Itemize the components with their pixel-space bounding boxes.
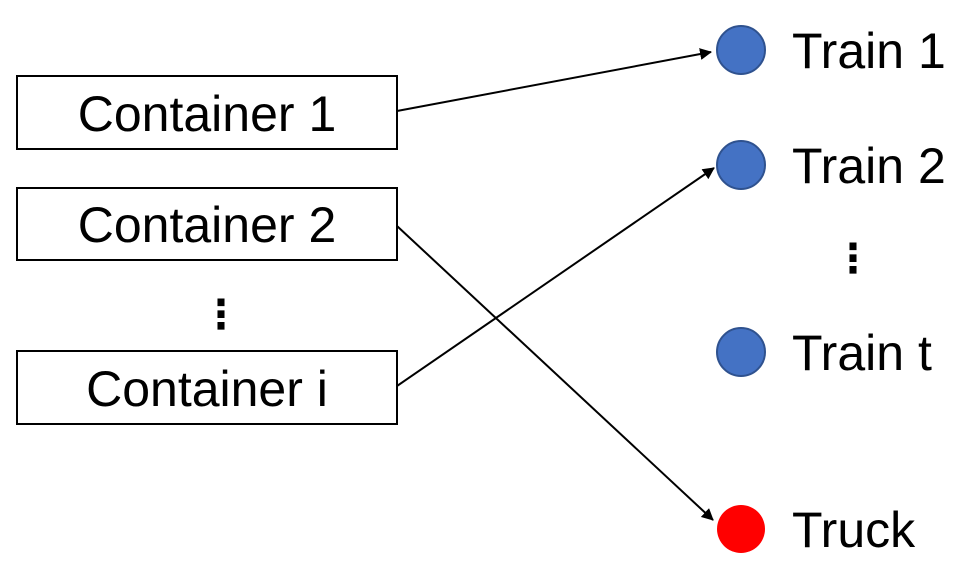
container-box-1: Container 1 bbox=[16, 75, 398, 150]
arrow-container2-to-truck bbox=[396, 225, 714, 521]
containers-ellipsis: ⋮ bbox=[201, 293, 241, 337]
train-2-label: Train 2 bbox=[792, 138, 946, 194]
arrow-containeri-to-train2 bbox=[396, 167, 715, 387]
train-1-label: Train 1 bbox=[792, 23, 946, 79]
container-label-2: Container 2 bbox=[78, 197, 337, 253]
truck-label: Truck bbox=[792, 502, 916, 558]
train-1-node bbox=[716, 25, 766, 75]
container-box-2: Container 2 bbox=[16, 187, 398, 261]
container-box-i: Container i bbox=[16, 350, 398, 425]
truck-node bbox=[717, 505, 765, 553]
container-label-1: Container 1 bbox=[78, 86, 337, 142]
arrow-container1-to-train1 bbox=[396, 48, 712, 112]
trains-ellipsis: ⋮ bbox=[833, 237, 873, 281]
container-label-i: Container i bbox=[86, 361, 328, 417]
train-t-label: Train t bbox=[792, 325, 932, 381]
train-2-node bbox=[716, 140, 766, 190]
train-t-node bbox=[716, 327, 766, 377]
